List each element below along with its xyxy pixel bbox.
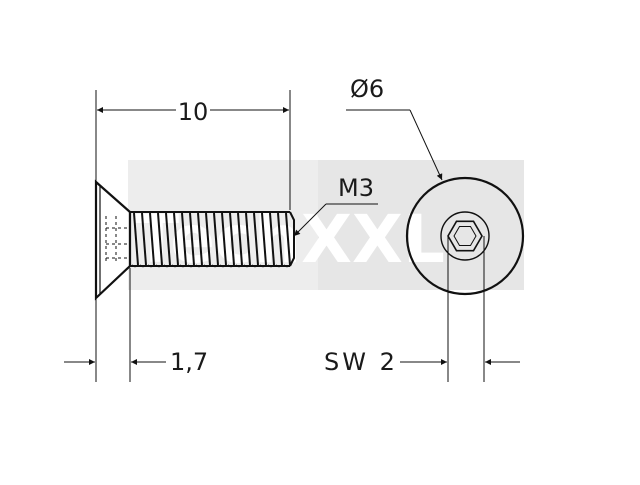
thread-line bbox=[277, 212, 283, 266]
thread-label: M3 bbox=[338, 174, 374, 202]
thread-line bbox=[205, 212, 211, 266]
thread-crest bbox=[227, 264, 235, 268]
thread-crest bbox=[187, 264, 195, 268]
socket-size-label: SW 2 bbox=[324, 348, 398, 376]
thread-crest bbox=[147, 264, 155, 268]
thread-crest bbox=[179, 264, 187, 268]
thread-line bbox=[133, 212, 139, 266]
thread-crest bbox=[283, 264, 291, 268]
thread-line bbox=[269, 212, 275, 266]
thread-line bbox=[229, 212, 235, 266]
thread-callout: M3 bbox=[293, 174, 378, 237]
thread-line bbox=[165, 212, 171, 266]
thread-crest bbox=[171, 264, 179, 268]
head-height-label: 1,7 bbox=[170, 348, 208, 376]
thread-crest bbox=[235, 264, 243, 268]
thread-line bbox=[253, 212, 259, 266]
thread-crest bbox=[203, 264, 211, 268]
thread-crest bbox=[163, 264, 171, 268]
thread-crest bbox=[267, 264, 275, 268]
diameter-label: Ø6 bbox=[350, 75, 384, 103]
thread-crest bbox=[195, 264, 203, 268]
length-dimension: 10 bbox=[95, 90, 291, 210]
thread-line bbox=[157, 212, 163, 266]
thread-line bbox=[141, 212, 147, 266]
socket-size-dimension: SW 2 bbox=[324, 236, 520, 382]
thread-crest bbox=[155, 264, 163, 268]
thread-crest bbox=[139, 264, 147, 268]
screw-side-view bbox=[94, 179, 295, 301]
thread-crest bbox=[211, 264, 219, 268]
thread-line bbox=[149, 212, 155, 266]
watermark: TechXXL bbox=[128, 160, 524, 290]
thread-crest bbox=[259, 264, 267, 268]
diameter-callout: Ø6 bbox=[346, 75, 443, 181]
thread-crest bbox=[131, 264, 139, 268]
head-height-dimension: 1,7 bbox=[64, 268, 208, 382]
thread-line bbox=[221, 212, 227, 266]
thread-line bbox=[189, 212, 195, 266]
thread-crest bbox=[251, 264, 259, 268]
thread-crest bbox=[219, 264, 227, 268]
thread-crest bbox=[243, 264, 251, 268]
thread-line bbox=[181, 212, 187, 266]
thread-line bbox=[261, 212, 267, 266]
thread-line bbox=[245, 212, 251, 266]
thread-line bbox=[237, 212, 243, 266]
thread-line bbox=[197, 212, 203, 266]
thread-line bbox=[173, 212, 179, 266]
thread-crest bbox=[275, 264, 283, 268]
thread-line bbox=[213, 212, 219, 266]
thread-line bbox=[285, 212, 291, 266]
length-label: 10 bbox=[178, 98, 209, 126]
